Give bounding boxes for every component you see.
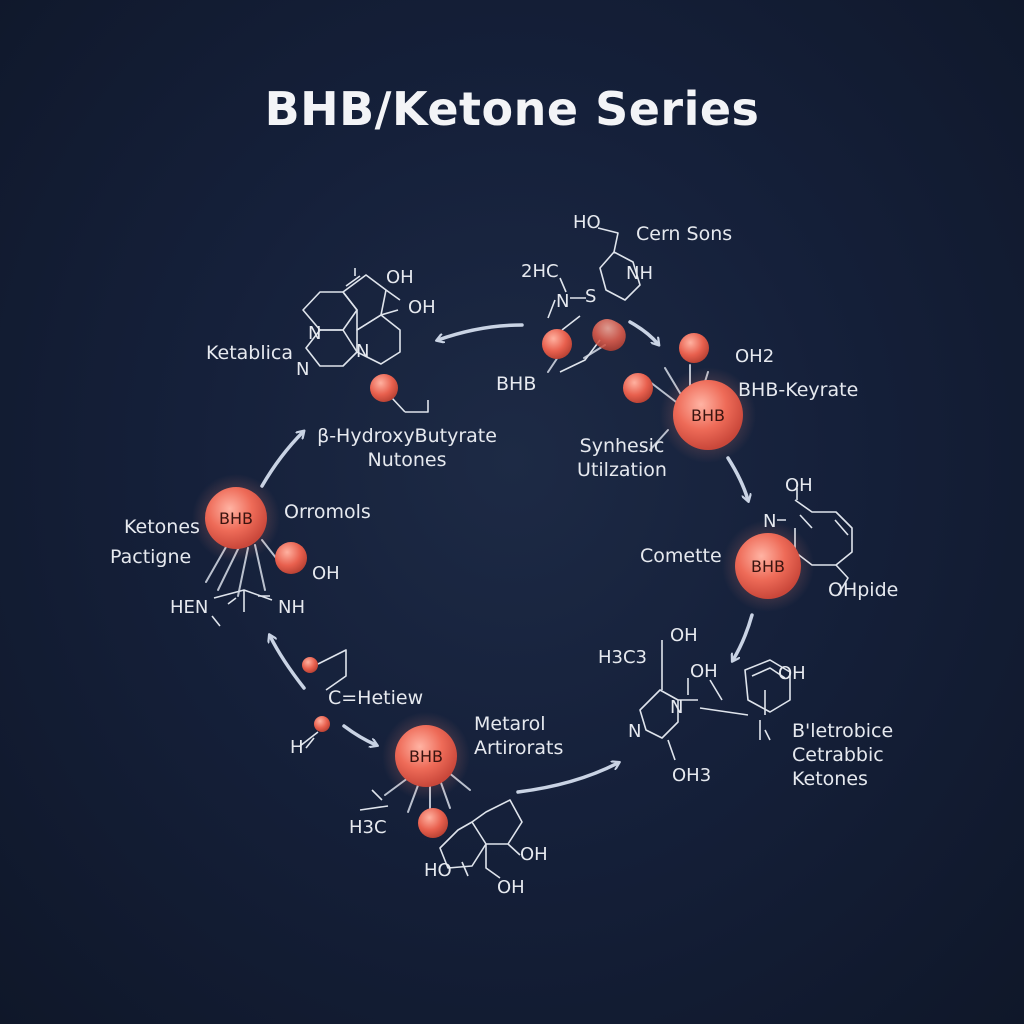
cycle-arrow-bottom-right bbox=[516, 763, 618, 794]
label-oh3: OH3 bbox=[672, 765, 712, 786]
bhb-node-left: BHB bbox=[205, 487, 267, 549]
cycle-arrow-top-left bbox=[438, 323, 524, 340]
label-ketablica: Ketablica bbox=[206, 342, 294, 364]
bhb-node-label: BHB bbox=[219, 509, 253, 528]
bhb-node-label: BHB bbox=[409, 747, 443, 766]
label-h3c3: H3C3 bbox=[598, 647, 648, 668]
label-ohpide: OHpide bbox=[828, 579, 899, 601]
label-n-top: N bbox=[556, 291, 570, 312]
label-oh-g: OH bbox=[497, 877, 525, 898]
label-s-top: S bbox=[585, 286, 597, 307]
label-oh-b: OH bbox=[408, 297, 436, 318]
molecule-top-center bbox=[547, 227, 641, 373]
label-oh-a: OH bbox=[386, 267, 414, 288]
label-ketones: Ketones bbox=[124, 516, 200, 538]
label-n-b: N bbox=[296, 359, 310, 380]
label-hydroxybutyrate: β-HydroxyButyrate Nutones bbox=[317, 425, 497, 471]
sphere bbox=[314, 716, 330, 732]
label-n-d: N bbox=[628, 721, 642, 742]
label-oh-c: OH bbox=[670, 625, 698, 646]
label-n-a: N bbox=[308, 323, 322, 344]
label-c-hetiew: C=Hetiew bbox=[328, 687, 424, 709]
sphere bbox=[542, 329, 572, 359]
label-oh-d: OH bbox=[690, 661, 718, 682]
label-metarol-artirorats: Metarol Artirorats bbox=[474, 713, 564, 759]
cycle-arrow-top-right bbox=[628, 320, 658, 344]
bhb-node-bottom: BHB bbox=[395, 725, 457, 787]
bhb-node-right: BHB bbox=[735, 533, 801, 599]
label-n-e: N bbox=[670, 697, 684, 718]
sphere bbox=[302, 657, 318, 673]
label-bhb-keyrate: BHB-Keyrate bbox=[738, 379, 859, 401]
label-n-c: N bbox=[356, 341, 370, 362]
label-h-left: H bbox=[290, 737, 304, 758]
label-nh-top: NH bbox=[626, 263, 653, 284]
label-synhesic-utilization: Synhesic Utilzation bbox=[577, 435, 667, 481]
label-orromols: Orromols bbox=[284, 501, 371, 523]
label-oh2: OH2 bbox=[735, 346, 775, 367]
cycle-arrow-right-lower bbox=[733, 613, 754, 660]
small-spheres bbox=[275, 319, 709, 838]
molecule-lower-right bbox=[639, 640, 791, 761]
sphere bbox=[370, 374, 398, 402]
label-nh-left: NH bbox=[278, 597, 305, 618]
bhb-node-label: BHB bbox=[751, 557, 785, 576]
label-oh-e: OH bbox=[778, 663, 806, 684]
page-title: BHB/Ketone Series bbox=[264, 82, 760, 136]
label-ho-bottom: HO bbox=[424, 860, 452, 881]
label-bhb-small: BHB bbox=[496, 373, 537, 395]
bhb-node-right-top: BHB bbox=[673, 380, 743, 450]
label-bletrobice: B'letrobice Cetrabbic Ketones bbox=[792, 720, 894, 790]
cycle-arrow-left-upper bbox=[260, 432, 303, 488]
label-oh-f: OH bbox=[520, 844, 548, 865]
cycle-arrow-bottom-left bbox=[342, 724, 376, 745]
bhb-node-label: BHB bbox=[691, 406, 725, 425]
label-ho-top: HO bbox=[573, 212, 601, 233]
label-pactigne: Pactigne bbox=[110, 546, 192, 568]
molecule-left bbox=[211, 589, 389, 811]
sphere bbox=[679, 333, 709, 363]
label-hen: HEN bbox=[170, 597, 209, 618]
label-oh-right: OH bbox=[785, 475, 813, 496]
label-2hc: 2HC bbox=[521, 261, 559, 282]
label-comette: Comette bbox=[640, 545, 722, 567]
label-n-right: N bbox=[763, 511, 777, 532]
sphere bbox=[623, 373, 653, 403]
sphere bbox=[418, 808, 448, 838]
capsule bbox=[592, 319, 626, 351]
label-cern-sons: Cern Sons bbox=[636, 223, 733, 245]
label-h3c: H3C bbox=[349, 817, 387, 838]
cycle-arrow-right-upper bbox=[726, 456, 748, 500]
sphere bbox=[275, 542, 307, 574]
label-oh-left: OH bbox=[312, 563, 340, 584]
cycle-arrow-left-lower bbox=[270, 636, 306, 690]
molecule-bottom bbox=[439, 799, 523, 879]
